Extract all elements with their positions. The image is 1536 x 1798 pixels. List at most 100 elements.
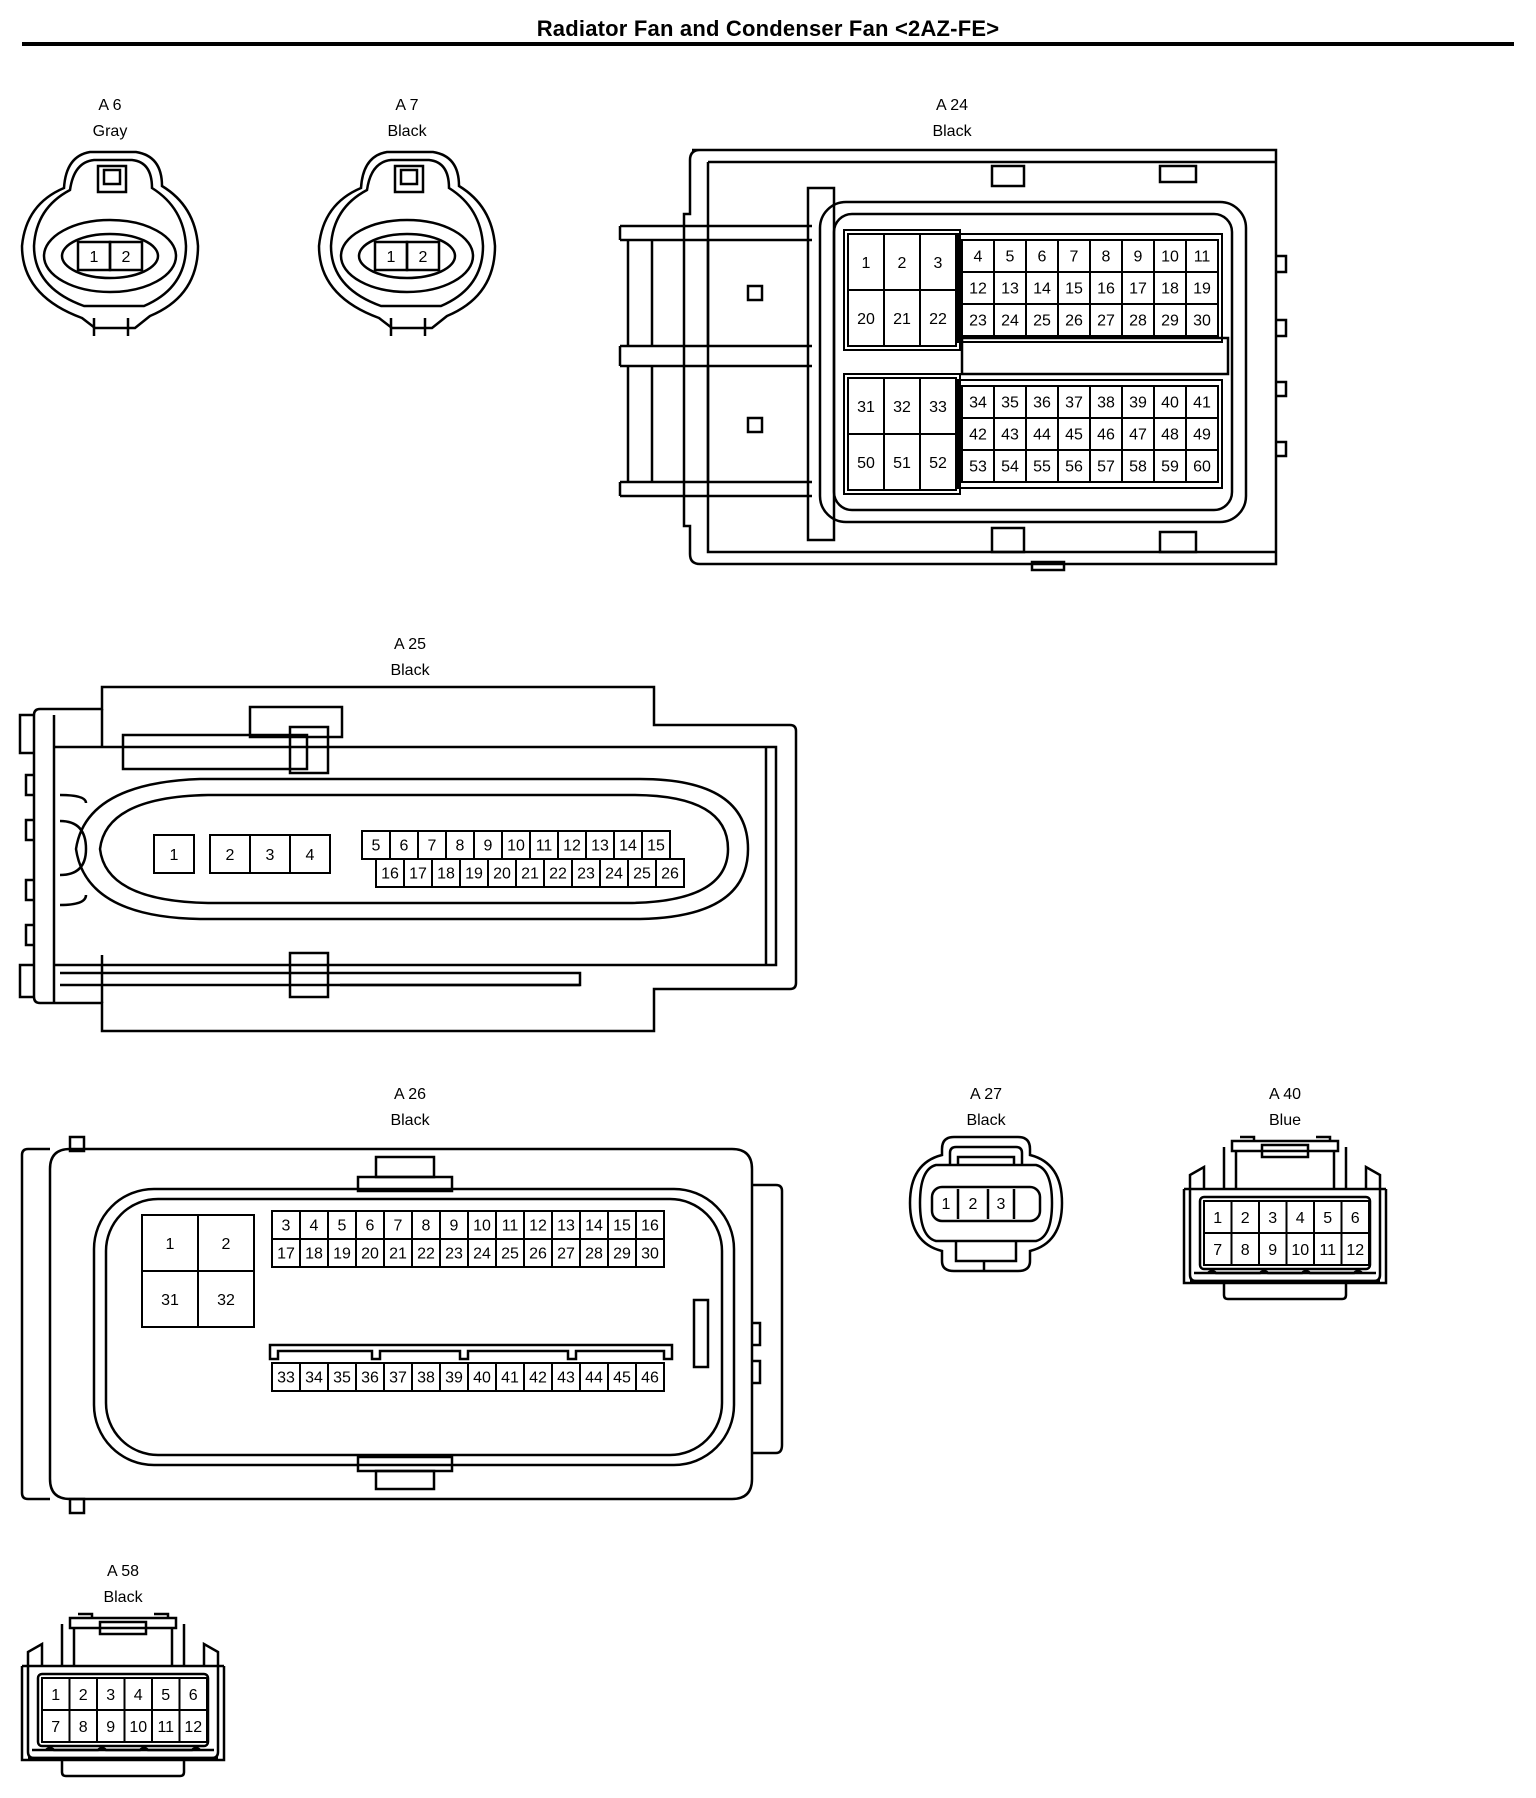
svg-text:6: 6 [366,1217,375,1234]
svg-text:4: 4 [134,1687,143,1704]
svg-text:9: 9 [484,837,493,854]
pin-23: 23 [439,1238,469,1268]
pin-27: 27 [551,1238,581,1268]
svg-text:54: 54 [1001,458,1019,475]
pin-17: 17 [271,1238,301,1268]
connector-id: A 25 [393,636,427,653]
svg-text:25: 25 [501,1245,519,1262]
svg-text:15: 15 [613,1217,631,1234]
svg-text:24: 24 [605,865,623,882]
connector-a7: A 7 Black 1 2 [317,96,497,336]
svg-text:11: 11 [536,837,553,854]
svg-text:12: 12 [563,837,581,854]
svg-text:22: 22 [417,1245,435,1262]
connector-drawing [908,1135,1064,1273]
pin-56: 56 [1057,449,1091,483]
svg-text:13: 13 [1001,280,1019,297]
pin-24: 24 [467,1238,497,1268]
pin-31: 31 [847,377,885,435]
pin-25: 25 [1025,303,1059,337]
pin-16: 16 [635,1210,665,1240]
pin-32: 32 [197,1270,255,1328]
pin-5: 5 [327,1210,357,1240]
pin-44: 44 [1025,417,1059,451]
pin-1: 1 [153,834,195,874]
svg-text:3: 3 [282,1217,291,1234]
svg-text:11: 11 [1194,248,1211,265]
svg-text:17: 17 [277,1245,295,1262]
svg-text:58: 58 [1129,458,1147,475]
pin-8: 8 [445,830,475,860]
pin-46: 46 [1089,417,1123,451]
pin-11: 11 [495,1210,525,1240]
pin-39: 39 [439,1362,469,1392]
svg-text:1: 1 [51,1687,60,1704]
svg-text:7: 7 [394,1217,403,1234]
pin-57: 57 [1089,449,1123,483]
pin-3: 3 [96,1677,126,1711]
pin-25: 25 [627,858,657,888]
svg-text:10: 10 [129,1719,147,1736]
pin-12: 12 [178,1709,208,1743]
pin-21: 21 [383,1238,413,1268]
pin-9: 9 [439,1210,469,1240]
svg-text:52: 52 [929,455,947,472]
svg-text:18: 18 [305,1245,323,1262]
pin-18: 18 [299,1238,329,1268]
pin-26: 26 [1057,303,1091,337]
svg-text:6: 6 [1038,248,1047,265]
pin-41: 41 [495,1362,525,1392]
pin-17: 17 [1121,271,1155,305]
pin-31: 31 [141,1270,199,1328]
connector-id: A 58 [106,1563,140,1580]
pin-13: 13 [551,1210,581,1240]
pin-2: 2 [883,233,921,291]
svg-text:24: 24 [1001,312,1019,329]
connector-color: Blue [1268,1112,1302,1129]
pin-4: 4 [123,1677,153,1711]
pin-52: 52 [919,433,957,491]
pin-24: 24 [599,858,629,888]
svg-text:13: 13 [591,837,609,854]
svg-text:59: 59 [1161,458,1179,475]
svg-text:23: 23 [445,1245,463,1262]
pin-13: 13 [585,830,615,860]
svg-text:22: 22 [549,865,567,882]
pin-13: 13 [993,271,1027,305]
pin-5: 5 [993,239,1027,273]
svg-text:29: 29 [1161,312,1179,329]
pin-22: 22 [919,289,957,347]
svg-text:22: 22 [929,311,947,328]
connector-color: Black [387,123,427,140]
svg-text:50: 50 [857,455,875,472]
pin-7: 7 [417,830,447,860]
svg-text:35: 35 [333,1369,351,1386]
svg-text:12: 12 [184,1719,202,1736]
pin-42: 42 [523,1362,553,1392]
svg-text:27: 27 [557,1245,575,1262]
svg-text:3: 3 [934,255,943,272]
svg-text:2: 2 [226,847,235,864]
pin-43: 43 [551,1362,581,1392]
pin-46: 46 [635,1362,665,1392]
pin-5: 5 [361,830,391,860]
pin-19: 19 [459,858,489,888]
pin-27: 27 [1089,303,1123,337]
pin-7: 7 [383,1210,413,1240]
svg-text:53: 53 [969,458,987,475]
svg-text:17: 17 [409,865,427,882]
connector-id: A 7 [395,97,419,114]
pin-10: 10 [467,1210,497,1240]
svg-text:5: 5 [161,1687,170,1704]
svg-text:7: 7 [1213,1242,1222,1259]
svg-text:4: 4 [1296,1210,1305,1227]
pin-21: 21 [883,289,921,347]
connector-color: Black [390,1112,430,1129]
svg-text:37: 37 [1065,394,1083,411]
pin-15: 15 [1057,271,1091,305]
connector-color: Black [103,1589,143,1606]
pin-43: 43 [993,417,1027,451]
pin-45: 45 [1057,417,1091,451]
